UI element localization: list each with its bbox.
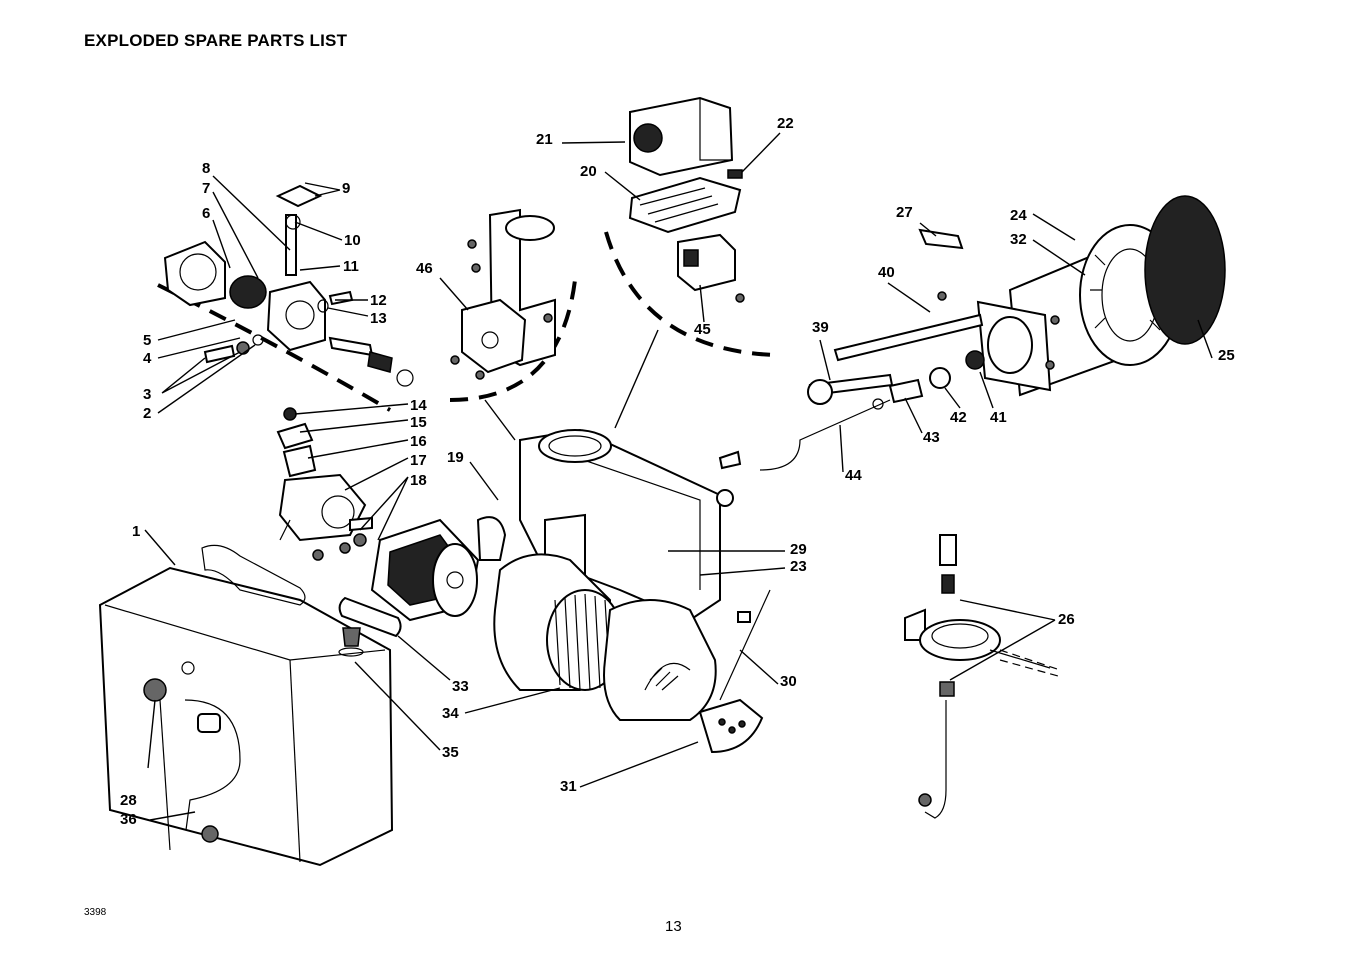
callout-1: 1	[132, 523, 140, 540]
callout-30: 30	[780, 673, 797, 690]
callout-10: 10	[344, 232, 361, 249]
callout-26: 26	[1058, 611, 1075, 628]
callout-40: 40	[878, 264, 895, 281]
callout-39: 39	[812, 319, 829, 336]
callout-32: 32	[1010, 231, 1027, 248]
callout-18: 18	[410, 472, 427, 489]
callout-33: 33	[452, 678, 469, 695]
callout-43: 43	[923, 429, 940, 446]
callout-35: 35	[442, 744, 459, 761]
pressure-switch-bracket	[450, 208, 556, 380]
callout-2: 2	[143, 405, 151, 422]
callout-25: 25	[1218, 347, 1235, 364]
callout-7: 7	[202, 180, 210, 197]
callout-8: 8	[202, 160, 210, 177]
callout-45: 45	[694, 321, 711, 338]
air-damper	[698, 589, 771, 754]
callout-11: 11	[343, 258, 359, 275]
callout-20: 20	[580, 163, 597, 180]
oil-filter	[338, 596, 402, 638]
callout-29: 29	[790, 541, 807, 558]
fuel-tank	[98, 544, 394, 867]
callout-13: 13	[370, 310, 387, 327]
callout-15: 15	[410, 414, 427, 431]
fan-scroll-housing	[493, 553, 717, 721]
callout-12: 12	[370, 292, 387, 309]
callout-36: 36	[120, 811, 137, 828]
pump-valve-assembly	[276, 407, 373, 561]
filler-cap	[338, 627, 364, 657]
callout-42: 42	[950, 409, 967, 426]
callout-21: 21	[536, 131, 553, 148]
callout-28: 28	[120, 792, 137, 809]
callout-3: 3	[143, 386, 151, 403]
callout-16: 16	[410, 433, 427, 450]
callout-27: 27	[896, 204, 913, 221]
callout-labels: 1 2 3 4 5 6 7 8 9 10 11 12 13 14 15 16 1…	[120, 115, 1235, 828]
photocell-holder	[904, 534, 1051, 819]
callout-46: 46	[416, 260, 433, 277]
nozzle-assembly	[718, 228, 985, 471]
blast-tube	[1008, 195, 1226, 397]
mounting-flange	[976, 300, 1060, 392]
callout-31: 31	[560, 778, 577, 795]
callout-6: 6	[202, 205, 210, 222]
callout-9: 9	[342, 180, 350, 197]
callout-4: 4	[143, 350, 152, 367]
callout-19: 19	[447, 449, 464, 466]
callout-24: 24	[1010, 207, 1027, 224]
page-title: EXPLODED SPARE PARTS LIST	[84, 31, 348, 50]
callout-14: 14	[410, 397, 427, 414]
pump-assembly	[163, 184, 414, 387]
callout-17: 17	[410, 452, 427, 469]
page-number: 13	[665, 918, 682, 935]
drawing-code: 3398	[84, 907, 107, 918]
burner-motor	[370, 516, 507, 622]
callout-23: 23	[790, 558, 807, 575]
dashed-separator-pressostat	[449, 279, 577, 402]
leader-lines	[144, 132, 1213, 821]
callout-41: 41	[990, 409, 1007, 426]
callout-44: 44	[845, 467, 862, 484]
callout-22: 22	[777, 115, 794, 132]
callout-34: 34	[442, 705, 459, 722]
callout-5: 5	[143, 332, 151, 349]
control-box	[628, 96, 745, 303]
dashed-separator-control	[604, 231, 776, 357]
